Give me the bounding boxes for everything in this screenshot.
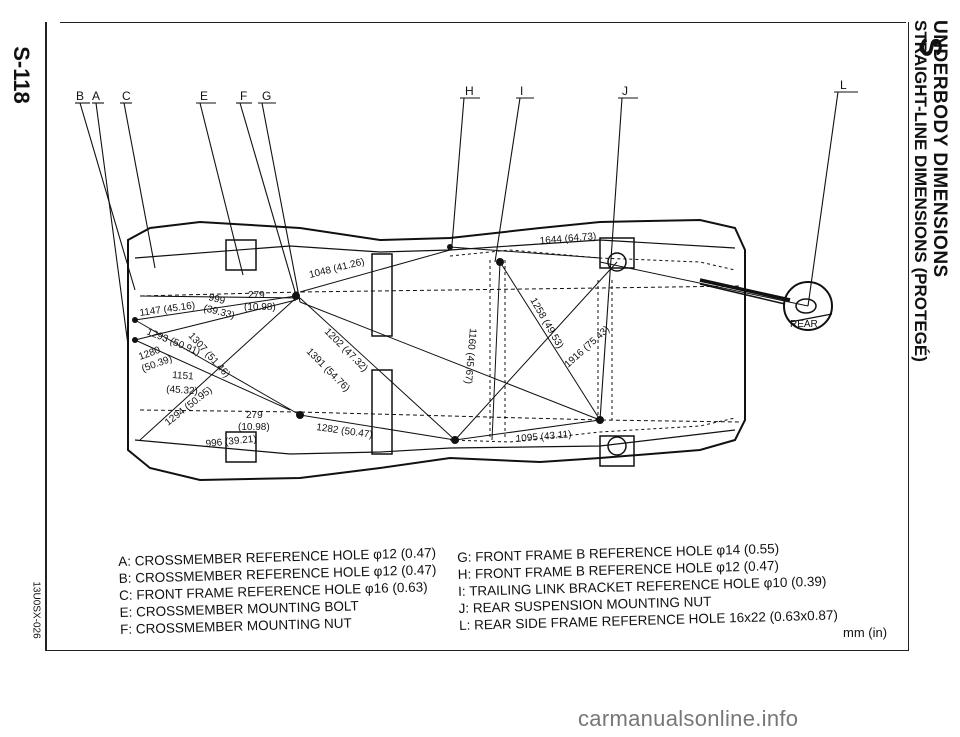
dim-1151-in: (45.32) [166,384,198,397]
callout-f: F [240,89,247,103]
callout-a: A [92,89,100,103]
dim-1282: 1282 (50.47) [316,422,374,441]
legend-left: A: CROSSMEMBER REFERENCE HOLE φ12 (0.47)… [118,544,438,638]
rear-label: REAR [790,319,818,330]
dim-279-b: 279 [246,410,263,421]
units-label: mm (in) [843,625,888,640]
vehicle-underbody-outline [127,218,791,482]
dim-1095: 1095 (43.11) [515,429,572,445]
dim-1258: 1258 (49.53) [527,296,565,351]
dim-1151: 1151 [172,370,195,383]
page-frame [45,22,909,651]
callout-labels: B A C E F G H I J L REAR [76,78,847,330]
watermark: carmanualsonline.info [578,706,799,731]
callout-j: J [622,84,628,98]
dim-1098-a: (10.98) [244,302,276,313]
dim-1098-b: (10.98) [238,422,270,433]
callout-leaders [75,91,858,421]
dim-1644: 1644 (64.73) [539,231,596,247]
dim-1160: 1160 (45.67) [462,328,478,385]
dim-996: 996 (39.21) [205,434,257,450]
callout-l: L [840,78,847,92]
callout-g: G [262,89,271,103]
callout-i: I [520,84,523,98]
dim-999: 999 [207,292,226,307]
callout-c: C [122,89,131,103]
callout-b: B [76,89,84,103]
dimension-lines [134,246,809,441]
dim-279-a: 279 [248,290,265,301]
legend-right: G: FRONT FRAME B REFERENCE HOLE φ14 (0.5… [457,538,838,634]
dim-1048: 1048 (41.26) [308,257,366,281]
rear-detail [783,281,833,331]
dim-1147: 1147 (45.16) [139,300,196,319]
callout-e: E [200,89,208,103]
frame-top-line [60,22,906,23]
reference-points [132,244,604,444]
callout-h: H [465,84,474,98]
dimension-labels: 1644 (64.73) 1048 (41.26) 999 (39.33) 27… [137,231,612,450]
